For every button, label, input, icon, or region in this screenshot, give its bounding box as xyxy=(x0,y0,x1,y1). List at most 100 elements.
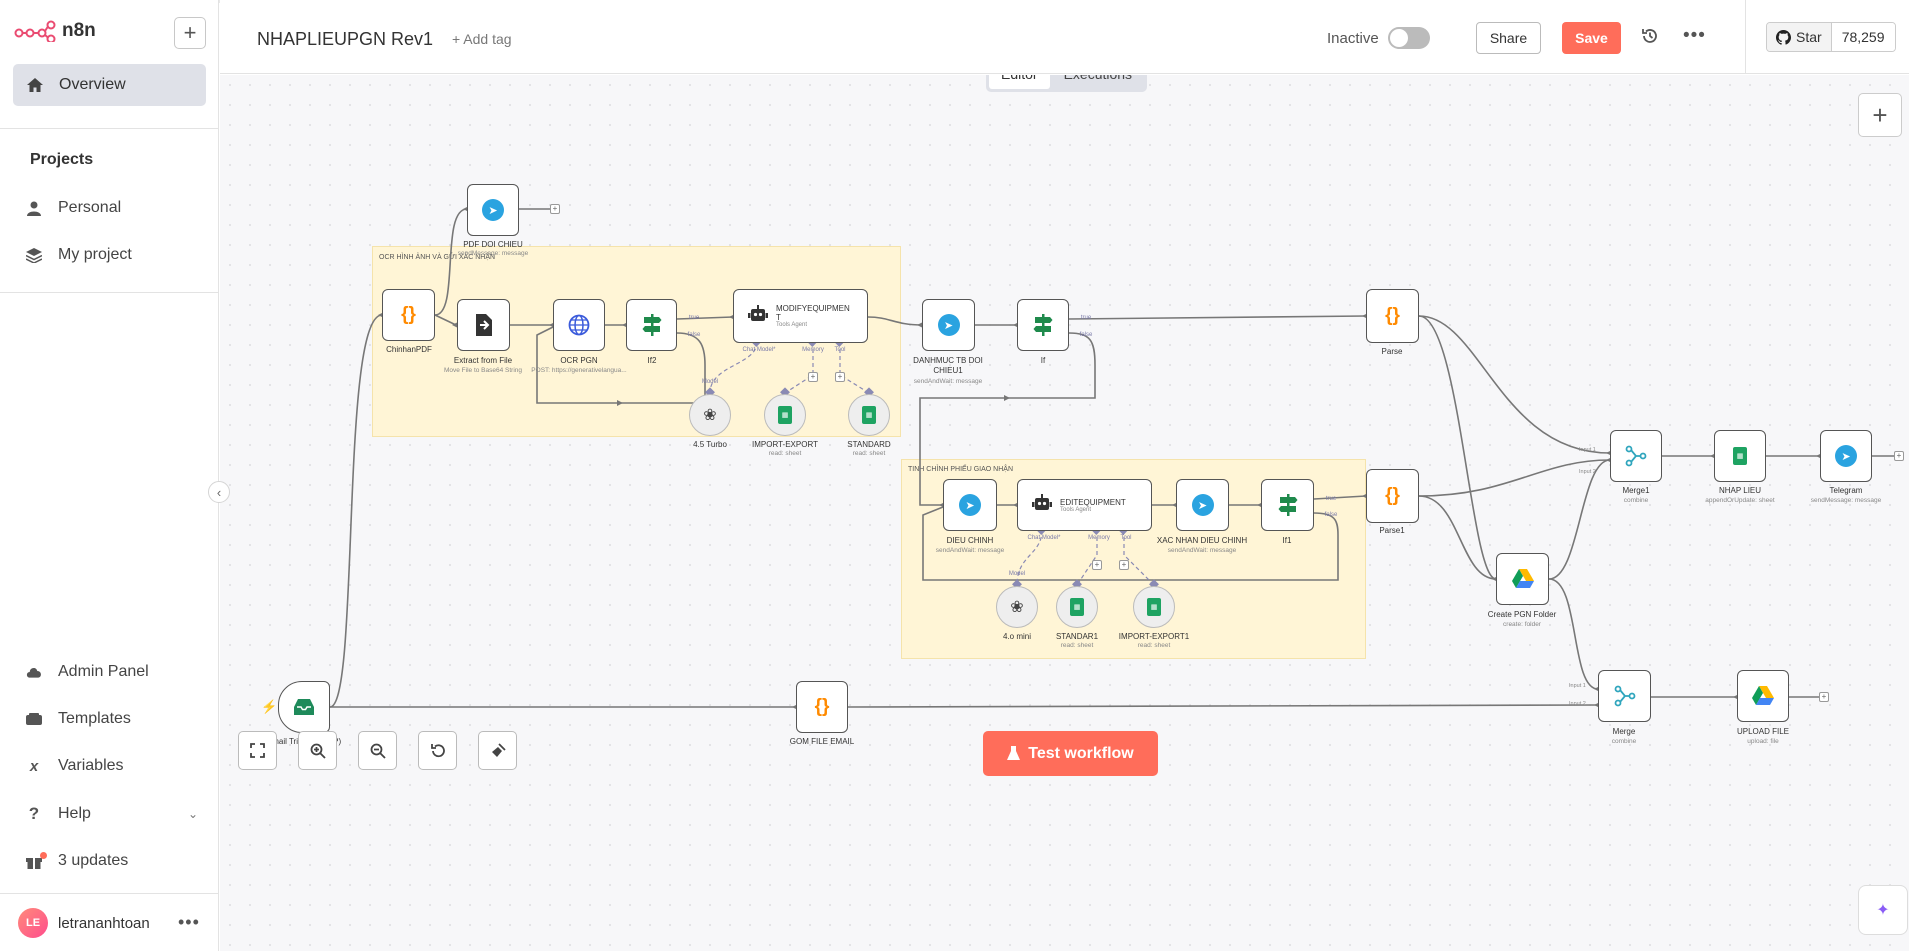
node-modifyequipment[interactable]: MODIFYEQUIPMEN T Tools Agent xyxy=(733,289,868,343)
node-create-pgn-folder[interactable] xyxy=(1496,553,1549,605)
node-label: Create PGN Folder xyxy=(1487,610,1557,619)
add-tool-handle[interactable]: + xyxy=(835,372,845,382)
save-button[interactable]: Save xyxy=(1562,22,1621,54)
node-4-5-turbo[interactable]: ❀ xyxy=(689,394,731,436)
node-subtitle: POST: https://generativelangua... xyxy=(531,367,627,374)
conn-label-true: true xyxy=(1325,496,1337,502)
node-if2[interactable] xyxy=(626,299,677,351)
add-node-handle[interactable]: + xyxy=(1819,692,1829,702)
layers-icon xyxy=(26,247,42,263)
add-tag-button[interactable]: + Add tag xyxy=(452,31,512,47)
user-profile[interactable]: LE letrananhtoan xyxy=(18,908,150,938)
google-sheets-icon: ▦ xyxy=(1070,598,1084,616)
if-branch-icon xyxy=(1278,494,1297,516)
sidebar-item-templates[interactable]: Templates xyxy=(26,707,131,731)
sidebar-item-help[interactable]: ? Help ⌄ xyxy=(26,802,198,826)
node-label: Parse1 xyxy=(1379,526,1405,535)
sidebar-item-label: Overview xyxy=(59,76,126,93)
node-nhap-lieu[interactable]: ▦ xyxy=(1714,430,1766,482)
node-subtitle: Tools Agent xyxy=(1060,506,1092,513)
sidebar-item-personal[interactable]: Personal xyxy=(26,196,121,220)
node-merge[interactable] xyxy=(1598,670,1651,722)
home-icon xyxy=(27,78,43,92)
node-email-trigger-imap[interactable] xyxy=(278,681,330,733)
add-node-button[interactable]: + xyxy=(1858,93,1902,137)
share-button[interactable]: Share xyxy=(1476,22,1541,54)
node-label: 4.o mini xyxy=(1002,632,1032,641)
user-menu-icon[interactable]: ••• xyxy=(178,912,200,932)
node-xac-nhan-dieu-chinh[interactable]: ➤ xyxy=(1176,479,1229,531)
node-chinhanpdf[interactable]: {} xyxy=(382,289,435,341)
sidebar-item-my-project[interactable]: My project xyxy=(26,243,132,267)
node-standar1[interactable]: ▦ xyxy=(1056,586,1098,628)
conn-label-true: true xyxy=(688,315,700,321)
add-memory-handle[interactable]: + xyxy=(808,372,818,382)
node-label: GOM FILE EMAIL xyxy=(789,737,855,746)
plus-icon: + xyxy=(183,20,197,45)
conn-label-chat-model: Chat Model* xyxy=(1027,535,1061,541)
node-label: Telegram xyxy=(1829,486,1863,495)
reset-zoom-button[interactable] xyxy=(418,731,457,770)
node-parse1[interactable]: {} xyxy=(1366,469,1419,523)
app-logo[interactable]: n8n xyxy=(14,20,96,42)
google-sheets-icon: ▦ xyxy=(1733,447,1747,465)
node-editequipment[interactable]: EDITEQUIPMENT Tools Agent xyxy=(1017,479,1152,531)
node-gom-file-email[interactable]: {} xyxy=(796,681,848,733)
node-subtitle: sendMessage: message xyxy=(1810,497,1882,504)
fit-view-button[interactable] xyxy=(238,731,277,770)
zoom-out-button[interactable] xyxy=(358,731,397,770)
more-options-icon[interactable]: ••• xyxy=(1683,25,1706,46)
history-icon[interactable] xyxy=(1641,27,1659,51)
collapse-sidebar-button[interactable]: ‹ xyxy=(208,481,230,503)
telegram-icon: ➤ xyxy=(1191,494,1214,516)
sidebar-item-admin-panel[interactable]: Admin Panel xyxy=(26,660,149,684)
sidebar-item-updates[interactable]: 3 updates xyxy=(26,849,128,873)
conn-label-false: false xyxy=(1324,512,1338,518)
node-4o-mini[interactable]: ❀ xyxy=(996,586,1038,628)
node-standard[interactable]: ▦ xyxy=(848,394,890,436)
node-telegram[interactable]: ➤ xyxy=(1820,430,1872,482)
zoom-in-button[interactable] xyxy=(298,731,337,770)
tab-executions[interactable]: Executions xyxy=(1052,75,1144,89)
tidy-up-button[interactable] xyxy=(478,731,517,770)
telegram-icon: ➤ xyxy=(482,199,504,221)
gift-icon xyxy=(26,854,42,869)
node-pdf-doi-chieu[interactable]: ➤ xyxy=(467,184,519,236)
node-if1[interactable] xyxy=(1261,479,1314,531)
file-extract-icon xyxy=(475,314,492,336)
node-subtitle: Tools Agent xyxy=(776,322,808,328)
workflow-name[interactable]: NHAPLIEUPGN Rev1 xyxy=(257,29,434,49)
add-node-handle[interactable]: + xyxy=(1894,451,1904,461)
node-upload-file[interactable] xyxy=(1737,670,1789,722)
add-tool-handle[interactable]: + xyxy=(1119,560,1129,570)
activation-toggle[interactable] xyxy=(1388,27,1430,49)
sidebar-item-variables[interactable]: x Variables xyxy=(26,754,124,778)
test-workflow-button[interactable]: Test workflow xyxy=(983,731,1158,776)
node-danhmuc-tb-doi-chieu1[interactable]: ➤ xyxy=(922,299,975,351)
node-import-export[interactable]: ▦ xyxy=(764,394,806,436)
add-node-handle[interactable]: + xyxy=(550,204,560,214)
add-memory-handle[interactable]: + xyxy=(1092,560,1102,570)
node-subtitle: read: sheet xyxy=(1060,642,1094,649)
node-extract-from-file[interactable] xyxy=(457,299,510,351)
sidebar-item-overview[interactable]: Overview xyxy=(13,64,206,106)
divider xyxy=(0,893,219,894)
node-label: DIEU CHINH xyxy=(946,536,994,545)
robot-icon xyxy=(748,304,768,328)
google-sheets-icon: ▦ xyxy=(862,406,876,424)
node-ocr-pgn[interactable] xyxy=(553,299,605,351)
tab-editor[interactable]: Editor xyxy=(989,75,1050,89)
github-star-button[interactable]: Star 78,259 xyxy=(1766,22,1896,52)
code-braces-icon: {} xyxy=(814,696,830,717)
ai-assistant-button[interactable]: ✦ xyxy=(1858,885,1908,935)
node-import-export1[interactable]: ▦ xyxy=(1133,586,1175,628)
node-if[interactable] xyxy=(1017,299,1069,351)
node-subtitle: create: folder xyxy=(1503,621,1541,628)
node-dieu-chinh[interactable]: ➤ xyxy=(943,479,997,531)
node-parse[interactable]: {} xyxy=(1366,289,1419,343)
workflow-canvas[interactable]: OCR HÌNH ẢNH VÀ GỬI XÁC NHẬN TINH CHỈNH … xyxy=(220,75,1909,951)
create-new-button[interactable]: + xyxy=(174,17,206,49)
node-subtitle: appendOrUpdate: sheet xyxy=(1705,497,1775,504)
node-merge1[interactable] xyxy=(1610,430,1662,482)
n8n-logo-icon xyxy=(14,20,56,42)
